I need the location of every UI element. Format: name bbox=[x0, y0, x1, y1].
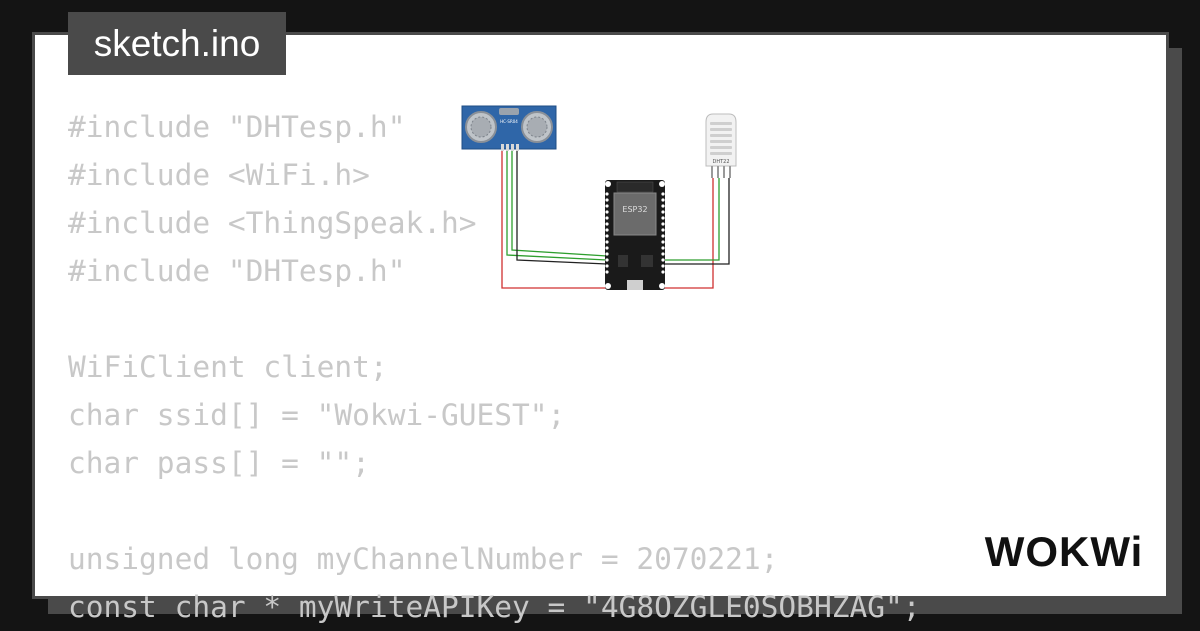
file-name-tab: sketch.ino bbox=[68, 12, 286, 75]
esp32-board: ESP32 bbox=[605, 180, 665, 290]
code-line: #include <WiFi.h> bbox=[68, 158, 370, 192]
logo-text: WOKWi bbox=[985, 528, 1144, 575]
code-line bbox=[68, 487, 921, 535]
code-line: char pass[] = ""; bbox=[68, 446, 370, 480]
ultrasonic-sensor: HC-SR04 bbox=[461, 105, 557, 151]
dht22-label: DHT22 bbox=[712, 159, 729, 165]
dht22-sensor: DHT22 bbox=[705, 113, 737, 178]
preview-card: #include "DHTesp.h" #include <WiFi.h> #inc… bbox=[32, 32, 1169, 624]
code-line: char ssid[] = "Wokwi-GUEST"; bbox=[68, 398, 566, 432]
code-line: #include "DHTesp.h" bbox=[68, 110, 406, 144]
code-line: #include <ThingSpeak.h> bbox=[68, 206, 477, 240]
code-line: unsigned long myChannelNumber = 2070221; bbox=[68, 542, 779, 576]
code-line bbox=[68, 295, 921, 343]
code-line: WiFiClient client; bbox=[68, 350, 388, 384]
ultrasonic-label: HC-SR04 bbox=[500, 119, 518, 124]
wokwi-logo: WOKWi bbox=[985, 528, 1144, 575]
code-line: const char * myWriteAPIKey = "4G8OZGLE0S… bbox=[68, 590, 921, 624]
esp32-label: ESP32 bbox=[622, 205, 647, 214]
code-line: #include "DHTesp.h" bbox=[68, 254, 406, 288]
code-preview: #include "DHTesp.h" #include <WiFi.h> #inc… bbox=[68, 103, 921, 631]
circuit-diagram: HC-SR04 ESP32 bbox=[461, 105, 737, 290]
